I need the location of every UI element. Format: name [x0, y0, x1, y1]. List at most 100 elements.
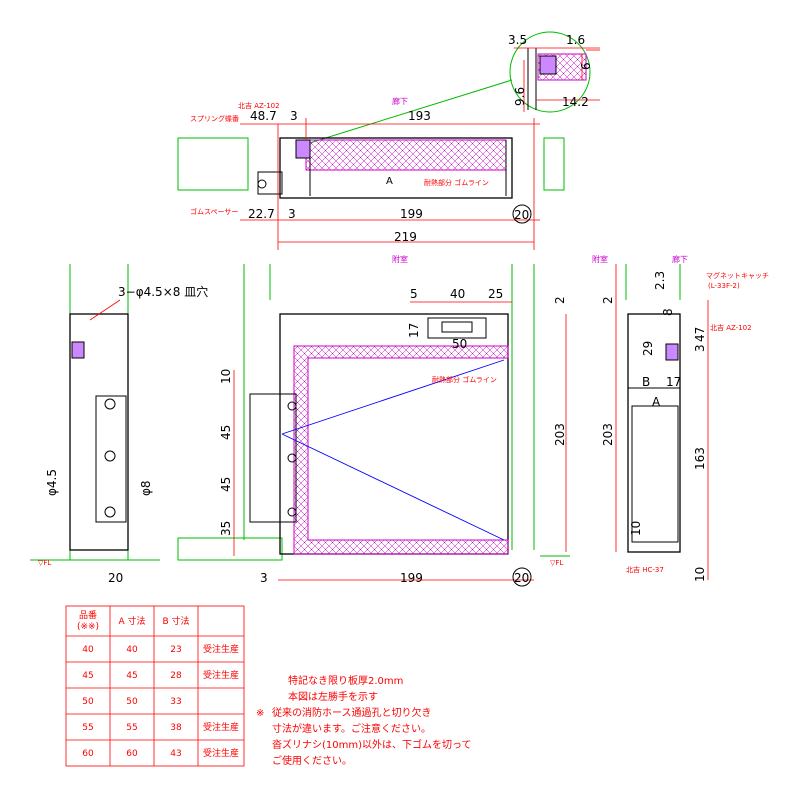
- note-line-5: 沓ズリナシ(10mm)以外は、下ゴムを切って: [272, 738, 472, 751]
- label-anteroom-front: 附室: [392, 254, 408, 264]
- table-cell: 40: [82, 645, 94, 655]
- plate-side-left: [95, 395, 127, 523]
- hinge-plate-front: [249, 393, 297, 523]
- wall-right: [543, 137, 565, 191]
- dim-phi-8: φ8: [139, 480, 153, 496]
- note-line-2: 本図は左勝手を示す: [288, 690, 378, 703]
- rubber-plan: [305, 139, 507, 171]
- left-side-view: 3−φ4.5×8 皿穴 φ4.5 φ8 20 ▽FL: [30, 264, 208, 585]
- table-cell: 60: [126, 749, 138, 759]
- dim-35: 35: [219, 521, 233, 536]
- dim-3-bottom: 3: [288, 207, 296, 221]
- dim-10-front: 10: [219, 369, 233, 384]
- rubber-front: [293, 345, 509, 555]
- table-cell: 受注生産: [203, 721, 239, 733]
- dim-3-top: 3: [290, 109, 298, 123]
- dim-phi-4-5: φ4.5: [45, 469, 59, 496]
- dim-8-side: 8: [661, 308, 675, 316]
- dim-5: 5: [410, 287, 418, 301]
- dim-48-7: 48.7: [250, 109, 277, 123]
- dim-A-side: A: [652, 395, 661, 409]
- table-cell: 50: [82, 697, 94, 707]
- note-line-4: 寸法が違います。ご注意ください。: [272, 722, 431, 735]
- top-plan-view: 廊下 北吉 AZ-102 スプリング蝶番 ゴムスペーサー A 耐熱部分 ゴムライ…: [177, 96, 565, 250]
- dim-203-front: 203: [553, 423, 567, 446]
- label-magnet: マグネットキャッチ: [706, 271, 769, 280]
- label-corridor-side: 廊下: [672, 254, 688, 264]
- label-spring-hinge: スプリング蝶番: [190, 114, 239, 123]
- note-line-3: 従来の消防ホース通過孔と切り欠き: [272, 706, 432, 719]
- dim-2-side: 2: [601, 296, 615, 304]
- label-rubber-spacer: ゴムスペーサー: [190, 207, 238, 216]
- dim-3-side: 3: [693, 344, 707, 352]
- dim-29: 29: [641, 341, 655, 356]
- table-cell: 60: [82, 749, 94, 759]
- dim-A-top: A: [386, 176, 393, 187]
- table-cell: 43: [170, 749, 181, 759]
- box-side-right: [627, 313, 681, 553]
- dim-2-3: 2.3: [653, 271, 667, 290]
- table-cell: 受注生産: [203, 643, 239, 655]
- table-cell: 55: [82, 723, 93, 733]
- table-cell: 33: [170, 697, 181, 707]
- note-line-6: ご使用ください。: [272, 754, 352, 767]
- dim-40: 40: [450, 287, 465, 301]
- dim-9-6: 9.6: [513, 87, 527, 106]
- dim-2-front: 2: [553, 296, 567, 304]
- dim-17-side: 17: [666, 375, 681, 389]
- dim-25: 25: [488, 287, 503, 301]
- dim-47: 47: [693, 327, 707, 342]
- detail-view: 3.5 1.6 6 9.6 14.2: [299, 31, 600, 147]
- table-header-cell: (※※): [77, 622, 99, 632]
- dim-17-front: 17: [407, 323, 421, 338]
- detail-circle: [509, 31, 591, 113]
- dim-14-2: 14.2: [562, 95, 589, 109]
- dim-B-side: B: [642, 375, 650, 389]
- label-bottom-part: 北吉 HC-37: [626, 566, 664, 574]
- label-hinge-top: 北吉 AZ-102: [238, 102, 280, 110]
- table-cell: 45: [126, 671, 137, 681]
- table-cell: 45: [82, 671, 93, 681]
- dim-45-b: 45: [219, 477, 233, 492]
- dim-6: 6: [579, 62, 593, 70]
- dim-10-side: 10: [629, 521, 643, 536]
- dim-1-6: 1.6: [566, 33, 585, 47]
- table-header-cell: B 寸法: [162, 615, 189, 627]
- box-plan-outline: [279, 137, 513, 199]
- dim-50: 50: [452, 337, 467, 351]
- table-cell: 38: [170, 723, 182, 733]
- detail-leader: [299, 79, 513, 147]
- label-hinge-side: 北吉 AZ-102: [710, 324, 752, 332]
- label-rubber-line-top: 耐熱部分 ゴムライン: [424, 178, 489, 187]
- label-holes: 3−φ4.5×8 皿穴: [118, 284, 208, 299]
- dim-20-front: 20: [514, 571, 529, 585]
- dim-45-a: 45: [219, 425, 233, 440]
- dim-20-top: 20: [514, 208, 529, 222]
- dim-199-top: 199: [400, 207, 423, 221]
- dim-20-side: 20: [108, 571, 123, 585]
- label-corridor-top: 廊下: [392, 96, 408, 106]
- label-magnet-model: (L-33F-2): [708, 282, 740, 290]
- dim-3-front: 3: [260, 571, 268, 585]
- table-cell: 23: [170, 645, 181, 655]
- label-anteroom-side: 附室: [592, 254, 608, 264]
- table-cell: 受注生産: [203, 669, 239, 681]
- magnet-catch-front: [427, 317, 487, 339]
- table-cell: 受注生産: [203, 747, 239, 759]
- dim-3-5: 3.5: [508, 33, 527, 47]
- label-fl-left: ▽FL: [38, 559, 51, 567]
- note-line-1: 特記なき限り板厚2.0mm: [288, 674, 403, 687]
- table-cell: 50: [126, 697, 138, 707]
- notes: 特記なき限り板厚2.0mm 本図は左勝手を示す ※ 従来の消防ホース通過孔と切り…: [256, 674, 472, 767]
- dim-193: 193: [408, 109, 431, 123]
- label-fl-right: ▽FL: [550, 559, 563, 567]
- table-cell: 40: [126, 645, 138, 655]
- dim-163: 163: [693, 447, 707, 470]
- detail-magnet: [539, 55, 557, 75]
- dim-22-7: 22.7: [248, 207, 275, 221]
- dim-219: 219: [394, 230, 417, 244]
- table-cell: 55: [126, 723, 137, 733]
- dim-199-front: 199: [400, 571, 423, 585]
